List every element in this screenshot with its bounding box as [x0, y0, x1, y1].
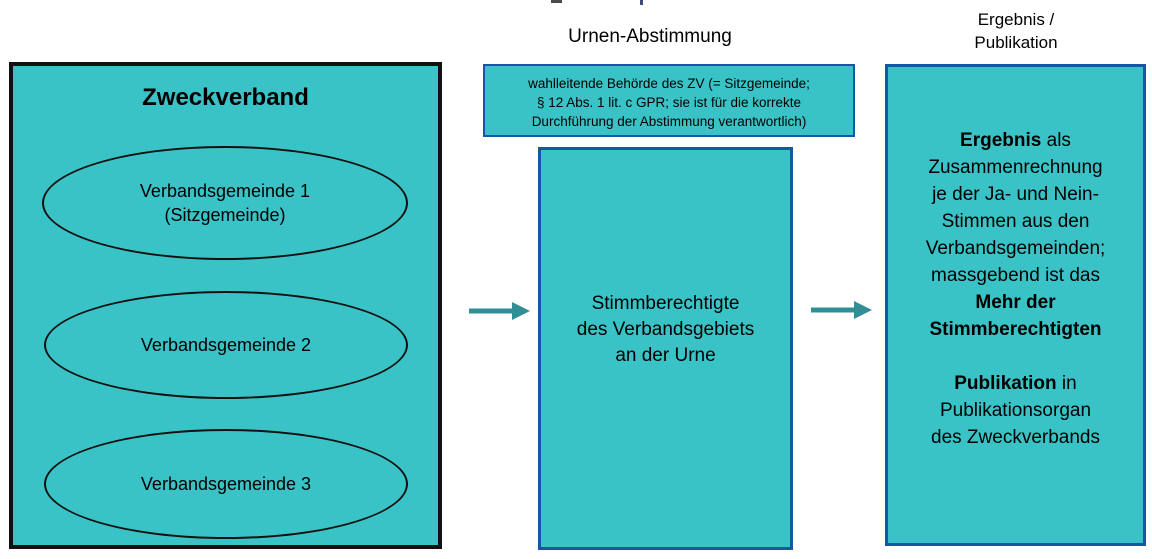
verbandsgemeinde-3-label: Verbandsgemeinde 3 — [140, 474, 312, 494]
verbandsgemeinde-1-label: Verbandsgemeinde 1 (Sitzgemeinde) — [139, 181, 311, 225]
column-title-urnen-abstimmung: Urnen-Abstimmung — [568, 26, 732, 47]
right-arrow-icon — [811, 301, 872, 319]
verbandsgemeinde-2-label: Verbandsgemeinde 2 — [140, 335, 312, 355]
verbandsgemeinde-3-ellipse: Verbandsgemeinde 3 — [44, 429, 408, 539]
verbandsgemeinde-1-ellipse: Verbandsgemeinde 1 (Sitzgemeinde) — [42, 146, 408, 260]
ergebnis-publikation-box: Ergebnis als Zusammenrechnung je der Ja-… — [885, 64, 1146, 546]
right-arrow-icon — [469, 302, 530, 320]
wahlleitende-behoerde-note: wahlleitende Behörde des ZV (= Sitzgemei… — [483, 64, 855, 137]
zweckverband-title: Zweckverband — [142, 84, 309, 111]
zweckverband-box: Zweckverband Verbandsgemeinde 1 (Sitzgem… — [9, 62, 442, 549]
verbandsgemeinde-2-ellipse: Verbandsgemeinde 2 — [44, 291, 408, 399]
stimmberechtigte-label: Stimmberechtigte des Verbandsgebiets an … — [576, 293, 755, 366]
cropped-text-remnant — [640, 0, 643, 5]
rich-paragraph: Ergebnis als Zusammenrechnung je der Ja-… — [925, 130, 1106, 340]
cropped-text-remnant — [551, 0, 562, 3]
rich-paragraph: Publikation in Publikationsorgan des Zwe… — [931, 373, 1100, 448]
urnen-abstimmung-box: Stimmberechtigte des Verbandsgebiets an … — [538, 147, 793, 550]
column-title-ergebnis-publikation: Ergebnis / Publikation — [974, 10, 1058, 52]
